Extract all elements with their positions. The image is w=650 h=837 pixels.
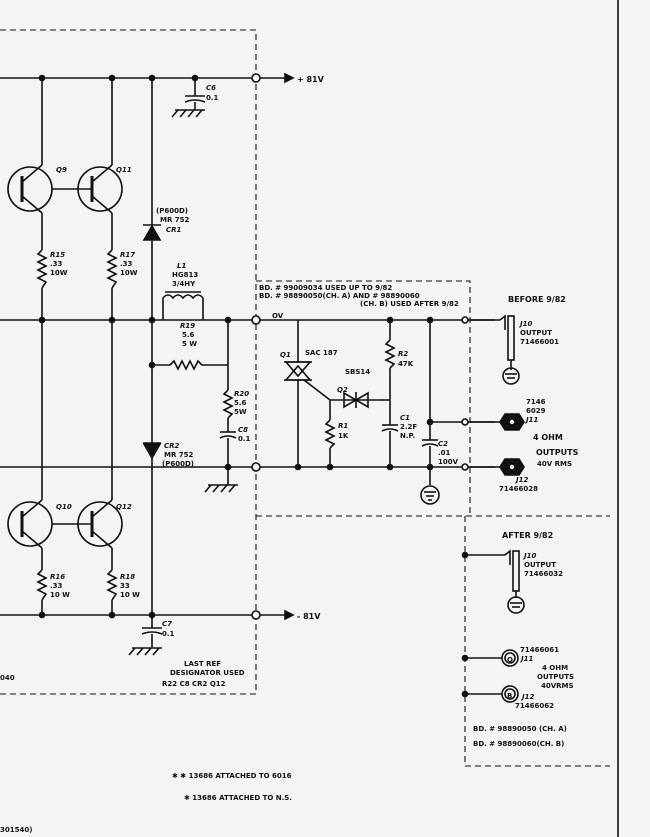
q2-part: SBS14 — [345, 368, 370, 376]
c7-ref: C7 — [162, 620, 172, 628]
c8-val: 0.1 — [238, 435, 251, 443]
c1-ref: C1 — [400, 414, 410, 422]
before-j12-part: 71466028 — [499, 485, 538, 493]
after-outputs3: 40VRMS — [541, 682, 574, 690]
last-ref-line1: LAST REF — [184, 660, 221, 668]
q1-part: SAC 187 — [305, 349, 338, 357]
q10-label: Q10 — [56, 503, 72, 511]
board-note-line2: BD. # 98890050(CH. A) AND # 98890060 — [259, 292, 420, 300]
r15-v1: .33 — [50, 260, 63, 268]
after-header: AFTER 9/82 — [502, 531, 553, 540]
c1-v1: 2.2F — [400, 423, 417, 431]
l1-val: 3/4HY — [172, 280, 196, 288]
r17-v2: 10W — [120, 269, 138, 277]
r1-val: 1K — [338, 432, 349, 440]
r16-ref: R16 — [50, 573, 65, 581]
cr2-part: MR 752 — [164, 451, 194, 459]
after-outputs1: 4 OHM — [542, 664, 568, 672]
q11-label: Q11 — [116, 166, 132, 174]
footnote-star1: ✱ ✱ 13686 ATTACHED TO 6016 — [172, 772, 292, 780]
before-j10-ref: J10 — [518, 320, 532, 328]
before-outputs1: 4 OHM — [533, 433, 563, 442]
before-j12-ref: J12 — [514, 476, 528, 484]
cr2-note: (P600D) — [162, 460, 194, 468]
board-note-line3: (CH. B) USED AFTER 9/82 — [360, 300, 459, 308]
left-edge-label: 040 — [0, 674, 15, 682]
before-outputs3: 40V RMS — [537, 460, 572, 468]
after-j10-label: OUTPUT — [524, 561, 556, 569]
pos-rail-label: + 81V — [297, 75, 325, 84]
after-j11-ref: J11 — [519, 655, 533, 663]
l1-ref: L1 — [177, 262, 186, 270]
cr1-note: (P600D) — [156, 207, 188, 215]
q1-ref: Q1 — [280, 351, 291, 359]
after-j11-part: 71466061 — [520, 646, 559, 654]
c7-val: 0.1 — [162, 630, 175, 638]
after-j10-ref: J10 — [522, 552, 536, 560]
r2-ref: R2 — [398, 350, 408, 358]
after-outputs2: OUTPUTS — [537, 673, 574, 681]
r18-v2: 10 W — [120, 591, 140, 599]
before-j11-part2: 6029 — [526, 407, 546, 415]
after-jack-b: B — [507, 692, 512, 700]
footnote-star2: ✱ 13686 ATTACHED TO N.S. — [184, 794, 292, 802]
r20-ref: R20 — [234, 390, 249, 398]
r19-v2: 5 W — [182, 340, 197, 348]
after-j10-part: 71466032 — [524, 570, 563, 578]
bottom-edge-label: 301540) — [0, 826, 32, 834]
r1-ref: R1 — [338, 422, 348, 430]
l1-part: HG813 — [172, 271, 198, 279]
after-bd-b: BD. # 98890060(CH. B) — [473, 740, 564, 748]
last-ref-line2: DESIGNATOR USED — [170, 669, 245, 677]
r20-v2: 5W — [234, 408, 247, 416]
last-ref-line3: R22 C8 CR2 Q12 — [162, 680, 226, 688]
before-j11-part1: 7146 — [526, 398, 546, 406]
c6-val: 0.1 — [206, 94, 219, 102]
c2-v2: 100V — [438, 458, 459, 466]
cr1-part: MR 752 — [160, 216, 190, 224]
c1-v2: N.P. — [400, 432, 415, 440]
r15-ref: R15 — [50, 251, 65, 259]
r18-v1: 33 — [120, 582, 130, 590]
r2-val: 47K — [398, 360, 414, 368]
neg-rail-label: - 81V — [297, 612, 321, 621]
r17-v1: .33 — [120, 260, 133, 268]
c2-v1: .01 — [438, 449, 451, 457]
r16-v2: 10 W — [50, 591, 70, 599]
before-header: BEFORE 9/82 — [508, 295, 566, 304]
q12-label: Q12 — [116, 503, 132, 511]
c6-ref: C6 — [206, 84, 216, 92]
before-outputs2: OUTPUTS — [536, 448, 579, 457]
cr1-ref: CR1 — [166, 226, 182, 234]
r16-v1: .33 — [50, 582, 63, 590]
after-j12-part: 71466062 — [515, 702, 554, 710]
before-j10-label: OUTPUT — [520, 329, 552, 337]
board-note-line1: BD. # 99009034 USED UP TO 9/82 — [259, 284, 392, 292]
r20-v1: 5.6 — [234, 399, 247, 407]
q9-label: Q9 — [56, 166, 67, 174]
after-jack-q: Q — [507, 656, 513, 664]
r19-v1: 5.6 — [182, 331, 195, 339]
c2-ref: C2 — [438, 440, 448, 448]
r18-ref: R18 — [120, 573, 135, 581]
r17-ref: R17 — [120, 251, 135, 259]
after-bd-a: BD. # 98890050 (CH. A) — [473, 725, 567, 733]
r15-v2: 10W — [50, 269, 68, 277]
before-j11-ref: J11 — [524, 416, 538, 424]
q2-ref: Q2 — [337, 386, 348, 394]
before-j10-part: 71466001 — [520, 338, 559, 346]
r19-ref: R19 — [180, 322, 195, 330]
c8-ref: C8 — [238, 426, 248, 434]
after-j12-ref: J12 — [520, 693, 534, 701]
cr2-ref: CR2 — [164, 442, 180, 450]
ov-label: OV — [272, 312, 284, 320]
